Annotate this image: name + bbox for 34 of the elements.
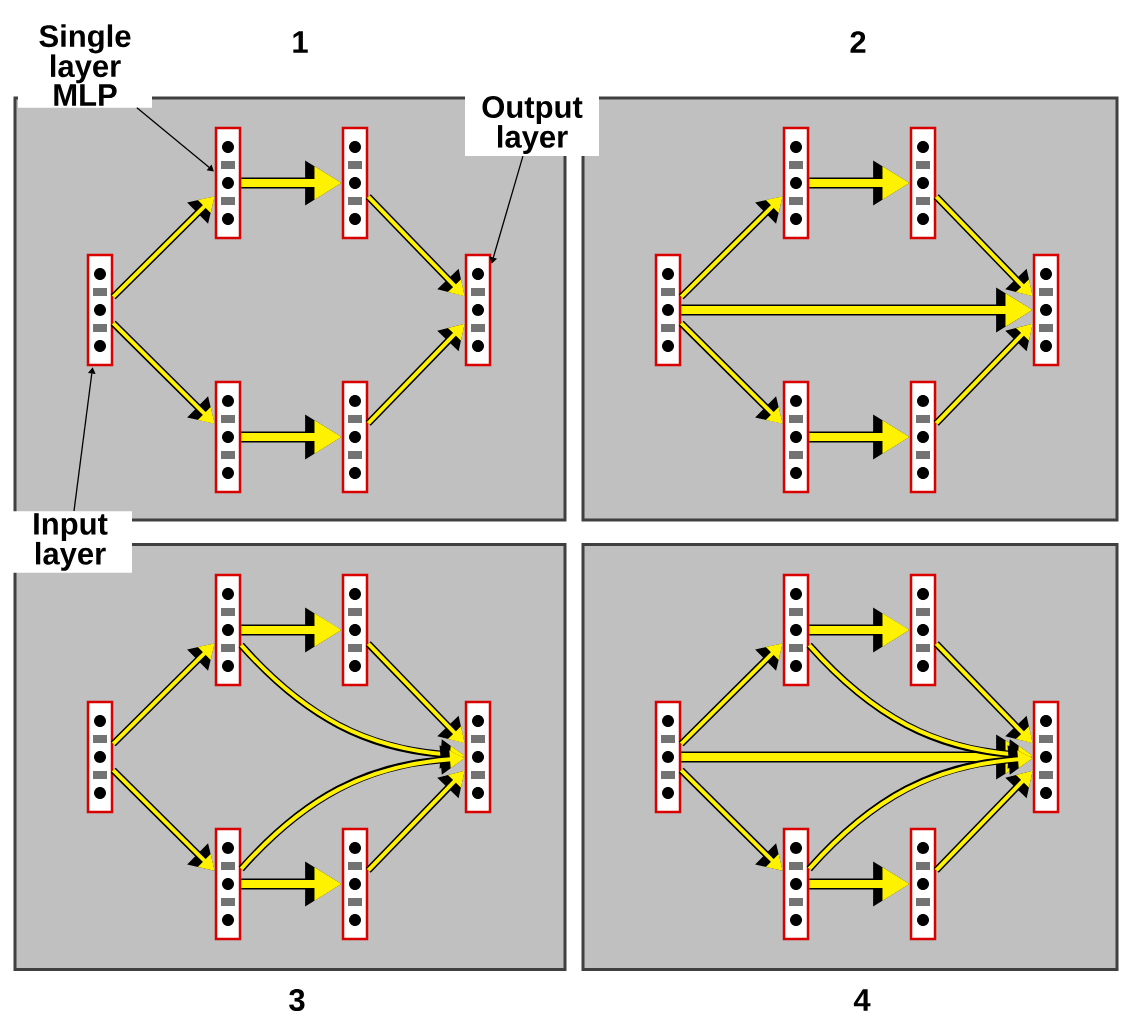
layer-bar [464,253,492,367]
layer-bar [214,126,242,240]
layer-bar [782,827,810,941]
layer-bar [782,380,810,494]
layer-bar [654,253,682,367]
layer-bar [464,700,492,814]
leader-line [489,155,524,264]
annotation-label: Input layer [8,511,132,573]
panel-number: 1 [293,31,308,53]
layer-bar [1032,700,1060,814]
layer-bar [86,700,114,814]
leader-line [73,367,96,512]
panel-number: 4 [853,989,871,1011]
layer-bar [654,700,682,814]
layer-bar [214,380,242,494]
layer-bar [909,126,937,240]
annotation-label: Output layer [465,94,599,156]
layer-bar [86,253,114,367]
layer-bar [341,380,369,494]
panel-number: 2 [850,31,866,53]
layer-bar [341,827,369,941]
panel-number: 3 [289,989,305,1011]
annotation-label: Single layer MLP [18,22,152,108]
layer-bar [214,573,242,687]
layer-bar [341,126,369,240]
layer-bar [909,827,937,941]
layer-bar [341,573,369,687]
layer-bar [782,573,810,687]
layer-bar [1032,253,1060,367]
layer-bar [214,827,242,941]
leader-line [136,107,214,172]
layer-bar [909,573,937,687]
layer-bar [782,126,810,240]
layer-bar [909,380,937,494]
